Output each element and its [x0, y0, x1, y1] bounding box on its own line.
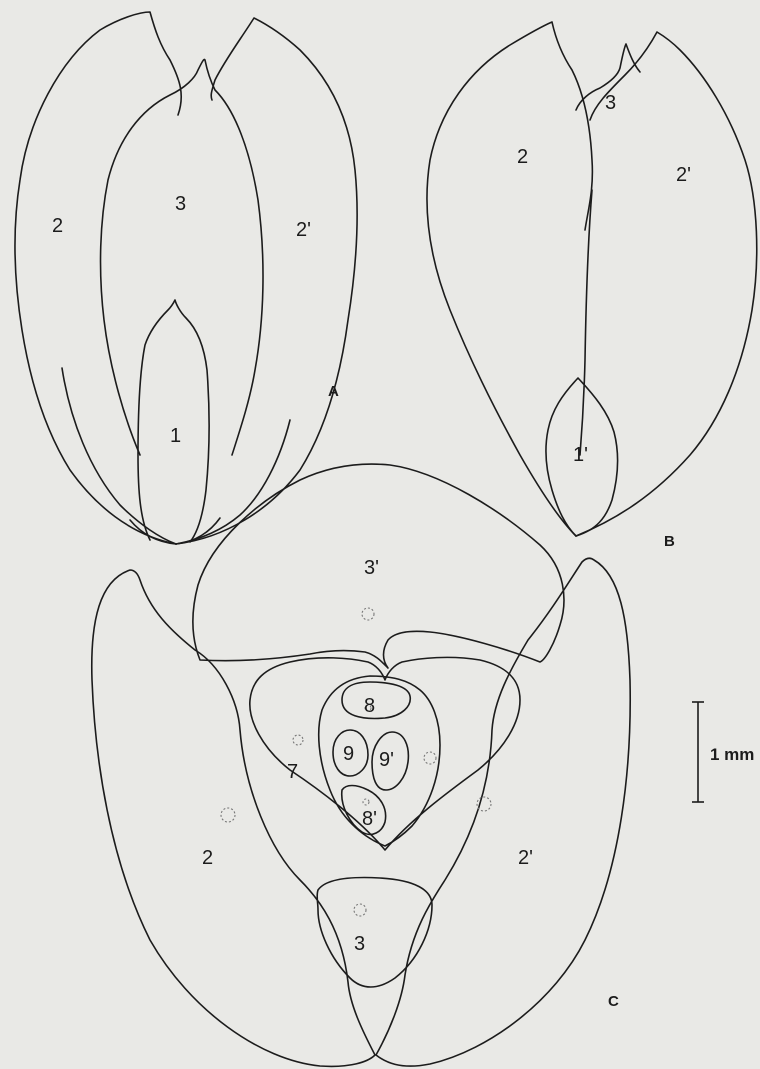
- label-a-2p: 2': [296, 219, 311, 241]
- label-c-2: 2: [202, 847, 213, 869]
- label-a-2: 2: [52, 215, 63, 237]
- label-c-9: 9: [343, 743, 354, 765]
- label-c-9p: 9': [379, 749, 394, 771]
- panel-label-a: A: [328, 383, 339, 400]
- label-b-1p: 1': [573, 444, 588, 466]
- label-c-3: 3: [354, 933, 365, 955]
- label-c-7: 7: [287, 761, 298, 783]
- panel-label-b: B: [664, 533, 675, 550]
- label-a-1: 1: [170, 425, 181, 447]
- scale-bar-label: 1 mm: [710, 745, 754, 764]
- label-c-3p: 3': [364, 557, 379, 579]
- label-b-2: 2: [517, 146, 528, 168]
- label-b-2p: 2': [676, 164, 691, 186]
- label-b-3: 3: [605, 92, 616, 114]
- panel-label-c: C: [608, 993, 619, 1010]
- label-c-8: 8: [364, 695, 375, 717]
- label-c-2p: 2': [518, 847, 533, 869]
- label-c-8p: 8': [362, 808, 377, 830]
- label-a-3: 3: [175, 193, 186, 215]
